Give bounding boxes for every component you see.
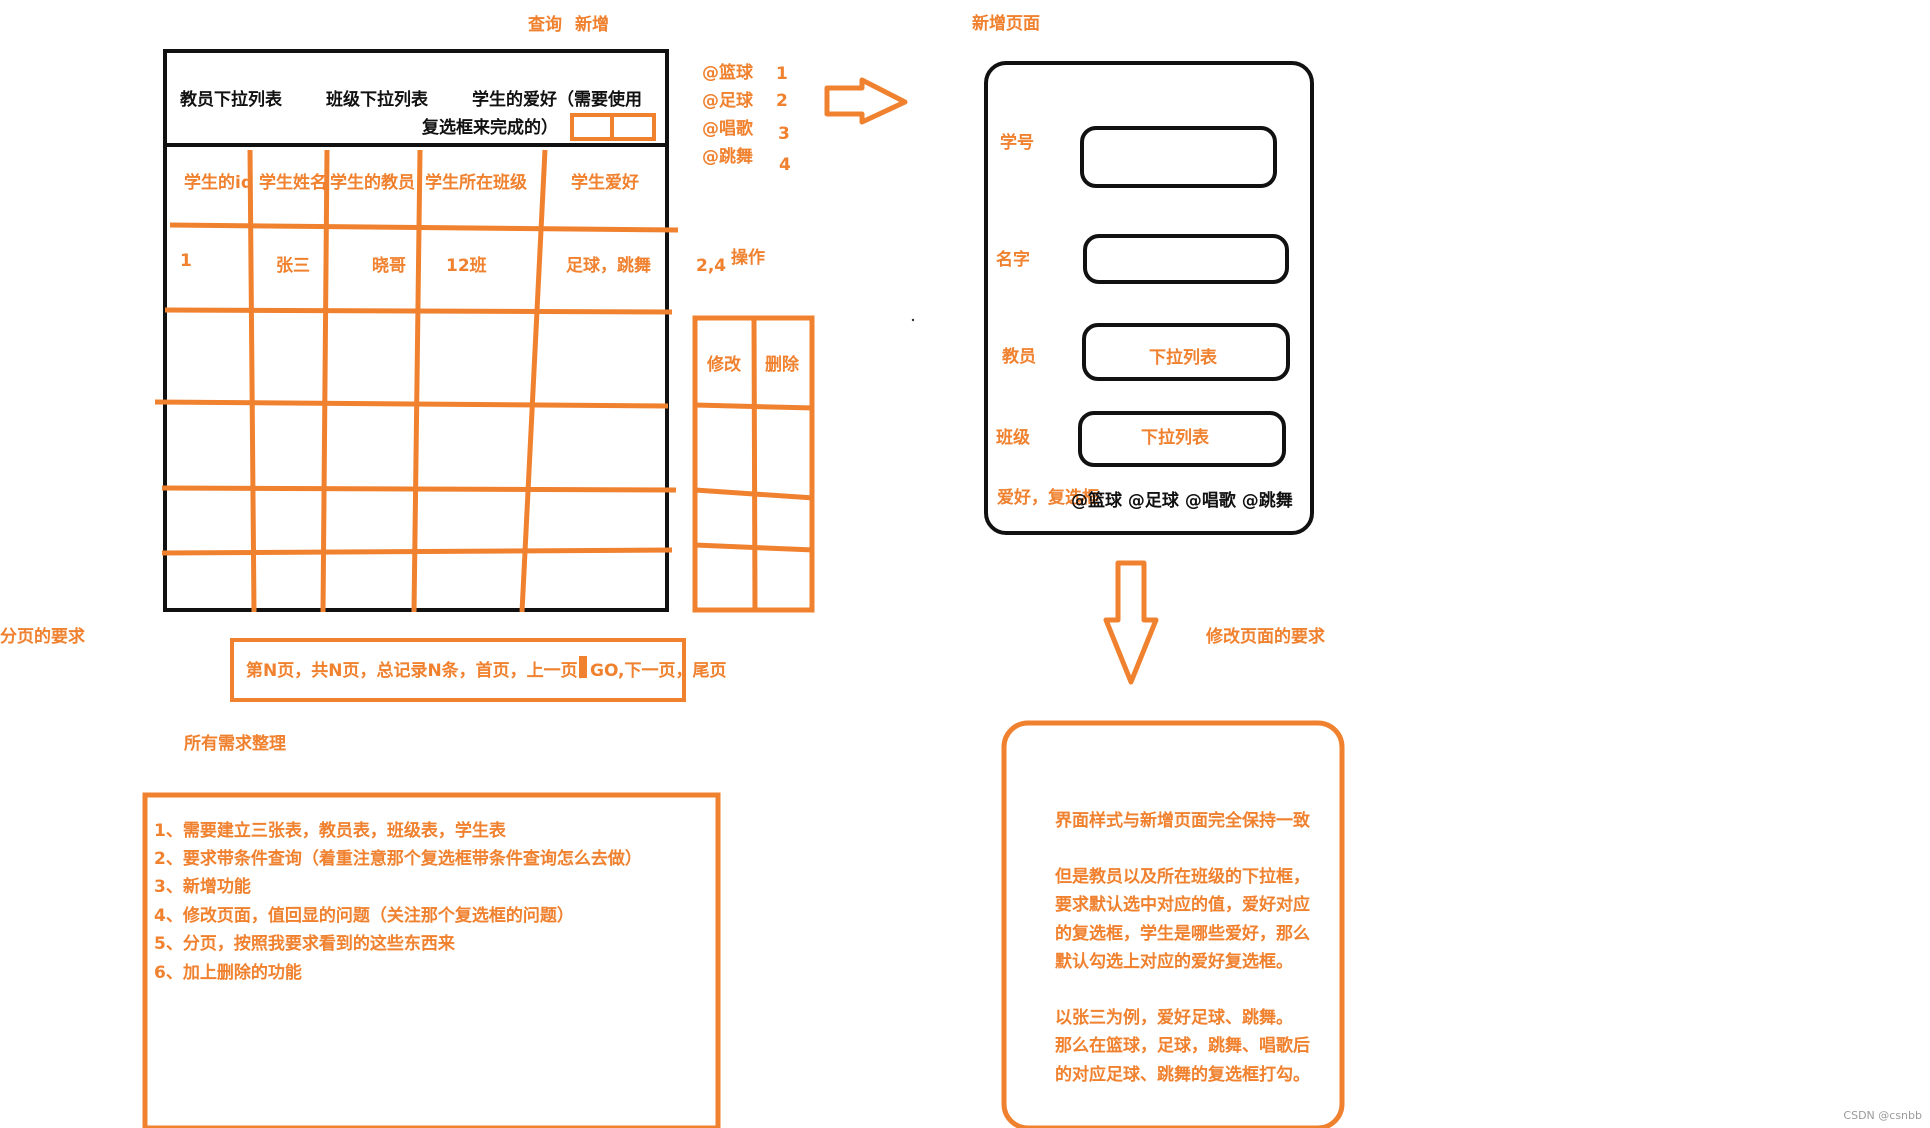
page-input-sketch (579, 656, 587, 678)
teacher-dropdown-label: 教员下拉列表 (180, 90, 282, 110)
pagination-text-after: GO,下一页，尾页 (590, 661, 727, 681)
hobby-option-num-2: 2 (776, 91, 788, 111)
table-header-class: 学生所在班级 (425, 173, 527, 193)
requirement-item: 5、分页，按照我要求看到的这些东西来 (154, 934, 455, 954)
edit-button[interactable]: 修改 (707, 355, 741, 375)
requirements-box (142, 792, 721, 1128)
table-cell-id: 1 (180, 251, 192, 271)
ops-grid (692, 315, 815, 613)
add-page-frame (984, 61, 1314, 535)
hobby-option-num-1: 1 (776, 64, 788, 84)
field-label-id: 学号 (1000, 133, 1034, 153)
table-cell-teacher: 晓哥 (372, 256, 406, 276)
modify-line: 以张三为例，爱好足球、跳舞。 (1055, 1008, 1293, 1028)
class-dropdown-label: 班级下拉列表 (326, 90, 428, 110)
table-header-hobby: 学生爱好 (571, 173, 639, 193)
table-header-id: 学生的id (184, 173, 253, 193)
field-box-teacher (1082, 323, 1290, 381)
hobby-option-num-3: 3 (778, 124, 790, 144)
field-label-class: 班级 (996, 428, 1030, 448)
modify-line: 的复选框，学生是哪些爱好，那么 (1055, 924, 1310, 944)
pagination-box (230, 638, 686, 702)
modify-line: 界面样式与新增页面完全保持一致 (1055, 811, 1310, 831)
field-label-teacher: 教员 (1002, 347, 1036, 367)
hobby-option-1: @篮球 (702, 63, 753, 83)
table-header-teacher: 学生的教员 (330, 173, 415, 193)
modify-page-title: 修改页面的要求 (1206, 627, 1325, 647)
field-box-id (1080, 126, 1277, 188)
table-header-name: 学生姓名 (259, 173, 327, 193)
requirements-title: 所有需求整理 (184, 734, 286, 754)
ops-title: 操作 (731, 248, 765, 268)
hobby-option-4: @跳舞 (702, 147, 753, 167)
modify-page-description: 界面样式与新增页面完全保持一致 但是教员以及所在班级的下拉框， 要求默认选中对应… (1055, 806, 1335, 1096)
field-label-name: 名字 (996, 250, 1030, 270)
teacher-dropdown[interactable]: 下拉列表 (1149, 348, 1217, 368)
requirement-item: 4、修改页面，值回显的问题（关注那个复选框的问题） (154, 906, 574, 926)
field-box-name (1083, 234, 1289, 284)
hobby-codes: 2,4 (696, 256, 727, 276)
table-cell-name: 张三 (276, 256, 310, 276)
requirement-item: 6、加上删除的功能 (154, 963, 302, 983)
requirement-item: 3、新增功能 (154, 877, 251, 897)
table-grid (154, 149, 679, 613)
modify-page-frame (1001, 720, 1345, 1128)
delete-button[interactable]: 删除 (765, 355, 799, 375)
hobby-filter-label-2: 复选框来完成的） (422, 118, 558, 138)
requirements-list: 1、需要建立三张表，教员表，班级表，学生表 2、要求带条件查询（着重注意那个复选… (154, 816, 714, 983)
field-label-hobby: 爱好，复选框 (997, 488, 1099, 508)
modify-line: 默认勾选上对应的爱好复选框。 (1055, 952, 1293, 972)
pagination-text-before: 第N页，共N页，总记录N条，首页，上一页， (246, 661, 595, 681)
modify-line: 要求默认选中对应的值，爱好对应 (1055, 895, 1310, 915)
watermark: CSDN @csnbb (1843, 1109, 1922, 1122)
pagination-requirement-label: 分页的要求 (0, 627, 85, 647)
hobby-filter-label: 学生的爱好（需要使用 (472, 90, 642, 110)
table-cell-hobby: 足球，跳舞 (566, 256, 651, 276)
modify-line: 的对应足球、跳舞的复选框打勾。 (1055, 1065, 1310, 1085)
modify-line: 那么在篮球，足球，跳舞、唱歌后 (1055, 1036, 1310, 1056)
right-arrow-icon (824, 77, 908, 125)
add-label: 新增 (575, 15, 609, 35)
hobby-checkboxes[interactable]: @篮球 @足球 @唱歌 @跳舞 (1071, 491, 1293, 511)
requirement-item: 1、需要建立三张表，教员表，班级表，学生表 (154, 821, 506, 841)
modify-line: 但是教员以及所在班级的下拉框， (1055, 867, 1310, 887)
down-arrow-icon (1103, 560, 1159, 685)
hobby-option-num-4: 4 (779, 155, 791, 175)
hobby-option-3: @唱歌 (702, 119, 753, 139)
table-cell-class: 12班 (446, 256, 487, 276)
hobby-option-2: @足球 (702, 91, 753, 111)
field-box-class (1078, 411, 1286, 467)
class-dropdown[interactable]: 下拉列表 (1141, 428, 1209, 448)
query-label: 查询 (528, 15, 562, 35)
add-page-title: 新增页面 (972, 14, 1040, 34)
requirement-item: 2、要求带条件查询（着重注意那个复选框带条件查询怎么去做） (154, 849, 642, 869)
